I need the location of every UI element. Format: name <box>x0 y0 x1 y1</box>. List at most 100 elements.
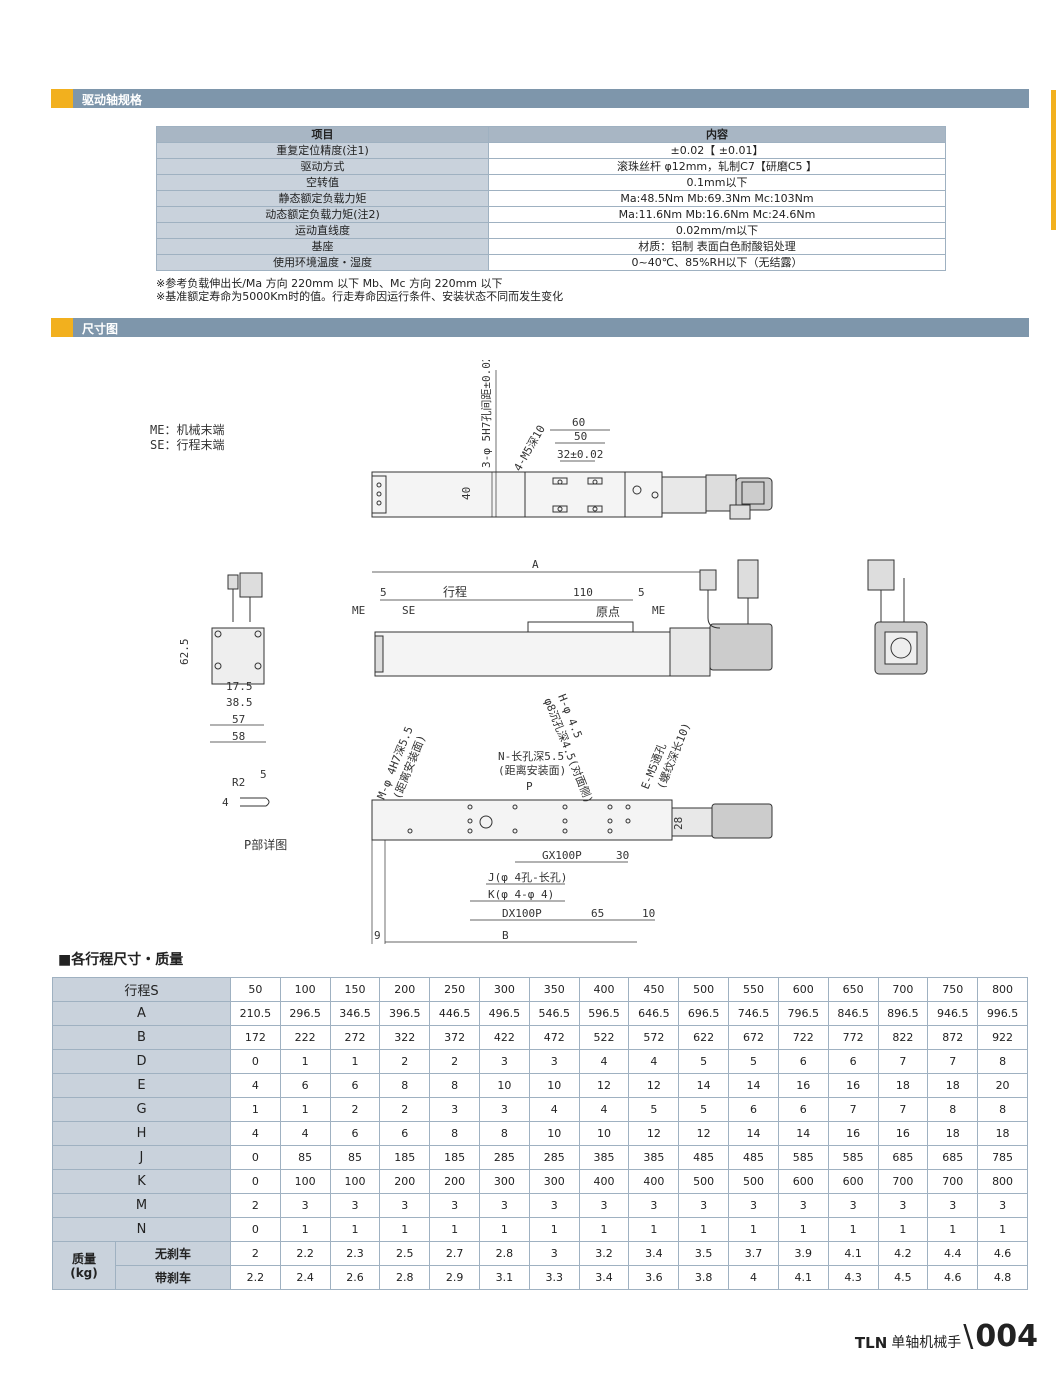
mass-cell: 4.6 <box>977 1241 1028 1266</box>
section-title: 驱动轴规格 <box>82 93 143 107</box>
section-title: 尺寸图 <box>82 322 119 336</box>
dim-5-p: 5 <box>260 768 267 781</box>
spec-row: 动态额定负载力矩(注2)Ma:11.6Nm Mb:16.6Nm Mc:24.6N… <box>156 206 946 223</box>
stroke-value: 750 <box>927 977 979 1002</box>
mass-cell: 4.5 <box>877 1265 929 1290</box>
dim-cell: 2 <box>329 1097 381 1122</box>
section-header-drive-spec: 驱动轴规格 <box>51 89 1029 108</box>
dim-28: 28 <box>672 817 685 830</box>
dim-cell: 846.5 <box>827 1001 879 1026</box>
mass-cell: 2.2 <box>229 1265 281 1290</box>
dim-cell: 896.5 <box>877 1001 929 1026</box>
dim-cell: 185 <box>379 1145 431 1170</box>
dim-cell: 300 <box>528 1169 580 1194</box>
dim-row-label: M <box>52 1193 231 1218</box>
dim-cell: 3 <box>777 1193 829 1218</box>
dim-cell: 946.5 <box>927 1001 979 1026</box>
dim-cell: 596.5 <box>578 1001 630 1026</box>
dim-stroke: 行程 <box>443 584 467 599</box>
dim-cell: 210.5 <box>229 1001 281 1026</box>
dim-cell: 1 <box>329 1049 381 1074</box>
mass-cell: 3.7 <box>728 1241 779 1266</box>
dim-cell: 1 <box>628 1217 680 1242</box>
spec-item: 动态额定负载力矩(注2) <box>156 206 489 223</box>
dim-cell: 14 <box>777 1121 829 1146</box>
spec-value: 材质：铝制 表面白色耐酸铝处理 <box>488 238 946 255</box>
dim-cell: 296.5 <box>279 1001 331 1026</box>
spec-item: 运动直线度 <box>156 222 489 239</box>
dim-cell: 4 <box>279 1121 331 1146</box>
stroke-header-label: 行程S <box>52 977 231 1002</box>
dim-cell: 685 <box>877 1145 929 1170</box>
dim-cell: 200 <box>379 1169 431 1194</box>
spec-value: 0~40℃、85%RH以下（无结露） <box>488 254 946 271</box>
dim-cell: 14 <box>678 1073 730 1098</box>
dim-row-label: H <box>52 1121 231 1146</box>
dim-cell: 7 <box>927 1049 979 1074</box>
dim-cell: 4 <box>628 1049 680 1074</box>
bottom-view <box>371 799 773 944</box>
dimension-drawing: ME：机械末端 SE：行程末端 3-φ 5H7孔间距±0.02 4-M5深10 … <box>150 360 928 944</box>
dim-cell: 8 <box>429 1121 481 1146</box>
dim-cell: 285 <box>528 1145 580 1170</box>
dim-row-label: N <box>52 1217 231 1242</box>
page-footer: TLN 单轴机械手 \ 004 <box>855 1322 1038 1353</box>
dim-cell: 8 <box>977 1049 1028 1074</box>
dim-58: 58 <box>232 730 245 743</box>
n-note-2: (距离安装面) <box>498 763 566 777</box>
dim-cell: 422 <box>479 1025 530 1050</box>
dim-cell: 685 <box>927 1145 979 1170</box>
dim-cell: 4 <box>528 1097 580 1122</box>
dim-cell: 1 <box>777 1217 829 1242</box>
dim-cell: 2 <box>379 1097 431 1122</box>
dim-cell: 585 <box>827 1145 879 1170</box>
dim-cell: 3 <box>479 1193 530 1218</box>
mass-cell: 2.9 <box>429 1265 481 1290</box>
mass-cell: 3.6 <box>628 1265 680 1290</box>
mass-cell: 4 <box>728 1265 779 1290</box>
hole-note: 3-φ 5H7孔间距±0.02 <box>480 360 493 468</box>
dim-cell: 3 <box>628 1193 680 1218</box>
dim-cell: 2 <box>379 1049 431 1074</box>
dim-4-p: 4 <box>222 796 229 809</box>
dim-cell: 3 <box>678 1193 730 1218</box>
side-tab-marker <box>1051 90 1056 230</box>
spec-value: Ma:48.5Nm Mb:69.3Nm Mc:103Nm <box>488 190 946 207</box>
dim-cell: 16 <box>827 1073 879 1098</box>
dim-cell: 500 <box>678 1169 730 1194</box>
spec-value: 滚珠丝杆 φ12mm，轧制C7【研磨C5 】 <box>488 158 946 175</box>
dim-cell: 3 <box>827 1193 879 1218</box>
mass-cell: 4.4 <box>927 1241 979 1266</box>
dim-110: 110 <box>573 586 593 599</box>
dim-cell: 6 <box>379 1121 431 1146</box>
dim-row-label: B <box>52 1025 231 1050</box>
dim-cell: 3 <box>877 1193 929 1218</box>
mass-cell: 2.3 <box>329 1241 381 1266</box>
dim-cell: 796.5 <box>777 1001 829 1026</box>
spec-item: 使用环境温度・湿度 <box>156 254 489 271</box>
right-end-view <box>867 559 928 675</box>
dim-cell: 7 <box>877 1097 929 1122</box>
dim-cell: 572 <box>628 1025 680 1050</box>
dim-cell: 6 <box>827 1049 879 1074</box>
dim-cell: 6 <box>728 1097 779 1122</box>
dim-cell: 222 <box>279 1025 331 1050</box>
spec-row: 驱动方式滚珠丝杆 φ12mm，轧制C7【研磨C5 】 <box>156 158 946 175</box>
section-accent <box>51 89 73 108</box>
spec-notes: ※参考负载伸出长/Ma 方向 220mm 以下 Mb、Mc 方向 220mm 以… <box>156 277 563 303</box>
dim-cell: 400 <box>578 1169 630 1194</box>
dim-cell: 3 <box>528 1193 580 1218</box>
p-detail <box>240 797 270 807</box>
dim-cell: 5 <box>678 1097 730 1122</box>
dim-cell: 6 <box>329 1121 381 1146</box>
mass-cell: 4.2 <box>877 1241 929 1266</box>
dim-cell: 1 <box>927 1217 979 1242</box>
dim-17-5: 17.5 <box>226 680 253 693</box>
dim-cell: 700 <box>877 1169 929 1194</box>
dim-60: 60 <box>572 416 585 429</box>
